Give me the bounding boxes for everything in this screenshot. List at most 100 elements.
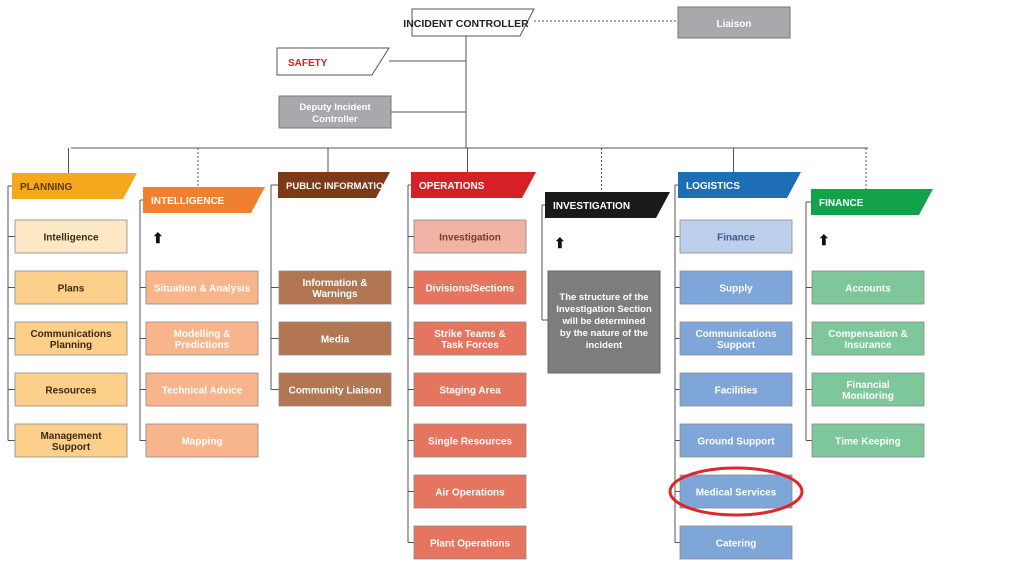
header-label: INTELLIGENCE xyxy=(151,196,225,207)
item-label: Ground Support xyxy=(697,437,775,448)
item-medical-services[interactable]: Medical Services xyxy=(668,466,804,517)
item-plant-operations[interactable]: Plant Operations xyxy=(408,525,527,560)
item-label: Intelligence xyxy=(43,233,98,244)
safety-label: SAFETY xyxy=(288,58,328,69)
item-label: Situation & Analysis xyxy=(154,284,251,295)
header-operations[interactable]: OPERATIONS xyxy=(411,172,536,198)
note-line: by the nature of the xyxy=(560,328,648,339)
item-time-keeping[interactable]: Time Keeping xyxy=(806,423,925,458)
header-label: OPERATIONS xyxy=(419,181,485,192)
item-label: Media xyxy=(321,335,350,346)
item-situation-analysis[interactable]: Situation & Analysis xyxy=(140,270,259,305)
section-operations: OPERATIONS InvestigationDivisions/Section… xyxy=(407,148,536,560)
item-label: Monitoring xyxy=(842,391,894,402)
header-planning[interactable]: PLANNING xyxy=(12,173,137,199)
item-label: Communications xyxy=(695,329,777,340)
note-line: Investigation Section xyxy=(556,304,652,315)
item-label: Plant Operations xyxy=(430,539,510,550)
header-investigation[interactable]: INVESTIGATION xyxy=(545,192,670,218)
item-label: Strike Teams & xyxy=(434,329,506,340)
header-public-information[interactable]: PUBLIC INFORMATION xyxy=(278,172,390,198)
item-label: Time Keeping xyxy=(835,437,900,448)
safety-box[interactable]: SAFETY xyxy=(276,47,390,76)
item-accounts[interactable]: Accounts xyxy=(806,270,925,305)
note-line: will be determined xyxy=(562,316,646,327)
item-compensation-insurance[interactable]: Compensation &Insurance xyxy=(806,321,925,356)
item-information-warnings[interactable]: Information &Warnings xyxy=(271,270,392,305)
item-modelling-predictions[interactable]: Modelling &Predictions xyxy=(140,321,259,356)
item-label: Plans xyxy=(58,284,85,295)
item-label: Facilities xyxy=(715,386,758,397)
item-facilities[interactable]: Facilities xyxy=(675,372,793,407)
header-label: FINANCE xyxy=(819,198,864,209)
liaison-box[interactable]: Liaison xyxy=(677,6,791,39)
item-label: Divisions/Sections xyxy=(426,284,515,295)
incident-controller-label: INCIDENT CONTROLLER xyxy=(403,18,529,30)
header-intelligence[interactable]: INTELLIGENCE xyxy=(143,187,265,213)
header-logistics[interactable]: LOGISTICS xyxy=(678,172,801,198)
item-label: Management xyxy=(40,431,102,442)
section-logistics: LOGISTICS FinanceSupplyCommunicationsSupp… xyxy=(668,148,804,560)
item-label: Task Forces xyxy=(441,340,499,351)
item-community-liaison[interactable]: Community Liaison xyxy=(271,372,392,407)
item-ground-support[interactable]: Ground Support xyxy=(675,423,793,458)
deputy-label-line1: Deputy Incident xyxy=(299,102,371,113)
highlight-ring xyxy=(668,466,804,517)
item-label: Accounts xyxy=(845,284,891,295)
incident-controller-box[interactable]: INCIDENT CONTROLLER xyxy=(403,8,535,37)
up-arrow-icon: ⬆ xyxy=(818,232,830,248)
item-single-resources[interactable]: Single Resources xyxy=(408,423,527,458)
item-air-operations[interactable]: Air Operations xyxy=(408,474,527,509)
item-media[interactable]: Media xyxy=(271,321,392,356)
item-label: Medical Services xyxy=(696,488,777,499)
item-label: Planning xyxy=(50,340,92,351)
item-plans[interactable]: Plans xyxy=(8,270,128,305)
item-investigation[interactable]: Investigation xyxy=(408,219,527,254)
item-label: Modelling & xyxy=(174,329,231,340)
item-label: Resources xyxy=(45,386,97,397)
item-label: Financial xyxy=(846,380,890,391)
item-label: Finance xyxy=(717,233,755,244)
item-label: Support xyxy=(52,442,91,453)
item-label: Information & xyxy=(303,278,368,289)
item-divisions-sections[interactable]: Divisions/Sections xyxy=(408,270,527,305)
item-label: Warnings xyxy=(312,289,358,300)
deputy-controller-box[interactable]: Deputy Incident Controller xyxy=(278,95,392,129)
item-label: Predictions xyxy=(175,340,230,351)
sections: PLANNINGIntelligencePlansCommunicationsP… xyxy=(7,148,933,560)
item-mapping[interactable]: Mapping xyxy=(140,423,259,458)
item-catering[interactable]: Catering xyxy=(675,525,793,560)
section-intelligence: INTELLIGENCE⬆Situation & AnalysisModelli… xyxy=(139,148,265,458)
item-label: Mapping xyxy=(181,437,222,448)
note-line: incident xyxy=(586,340,623,351)
section-investigation: INVESTIGATION ⬆ The structure of theInvest… xyxy=(541,148,670,374)
item-strike-teams-task-forces[interactable]: Strike Teams &Task Forces xyxy=(408,321,527,356)
note-line: The structure of the xyxy=(559,292,648,303)
item-label: Catering xyxy=(716,539,757,550)
item-label: Single Resources xyxy=(428,437,512,448)
item-intelligence[interactable]: Intelligence xyxy=(8,219,128,254)
item-label: Staging Area xyxy=(439,386,501,397)
header-label: PLANNING xyxy=(20,182,72,193)
item-label: Air Operations xyxy=(435,488,505,499)
item-technical-advice[interactable]: Technical Advice xyxy=(140,372,259,407)
item-label: Investigation xyxy=(439,233,501,244)
connector-lines xyxy=(71,20,868,149)
item-staging-area[interactable]: Staging Area xyxy=(408,372,527,407)
section-planning: PLANNING IntelligencePlansCommunicationsP… xyxy=(7,148,137,458)
item-supply[interactable]: Supply xyxy=(675,270,793,305)
header-finance[interactable]: FINANCE xyxy=(811,189,933,215)
item-label: Community Liaison xyxy=(289,386,382,397)
item-label: Insurance xyxy=(844,340,892,351)
item-label: Communications xyxy=(30,329,112,340)
item-finance[interactable]: Finance xyxy=(675,219,793,254)
item-resources[interactable]: Resources xyxy=(8,372,128,407)
up-arrow-icon: ⬆ xyxy=(554,235,566,251)
